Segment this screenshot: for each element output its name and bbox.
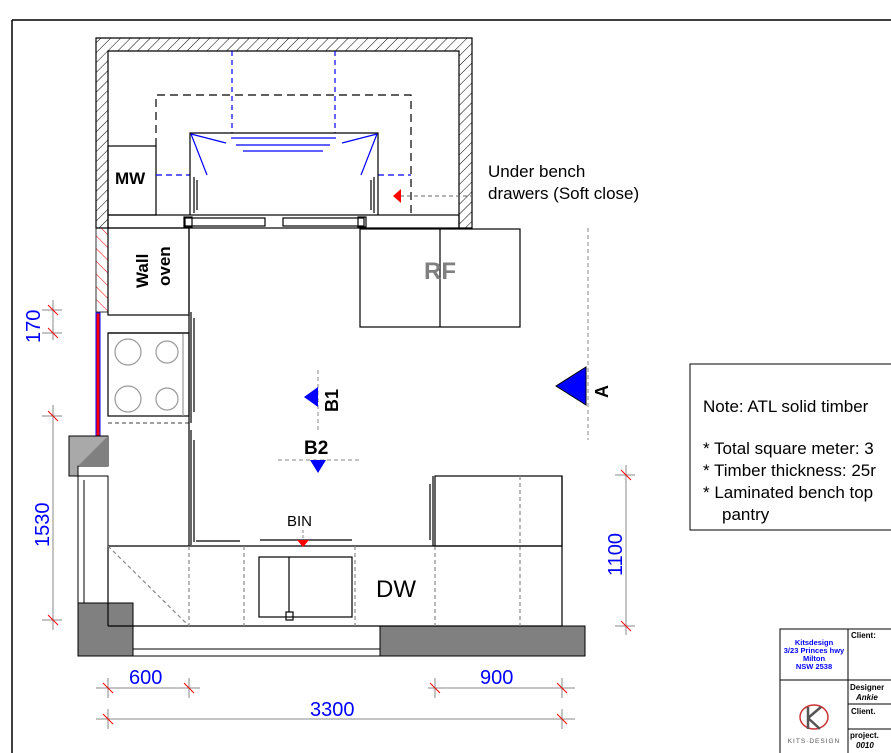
designer-label: Designer [850,683,884,692]
section-markers [278,228,589,473]
window-bottom [132,625,586,657]
dimension-170: 170 [23,310,45,343]
designer-value: Ankie [855,693,878,702]
dimension-900: 900 [480,667,513,689]
bin-label: BIN [287,513,312,530]
under-bench-note-line2: drawers (Soft close) [488,184,639,203]
fridge-label: RF [424,258,456,285]
fridge [359,228,521,328]
under-bench-note-line1: Under bench [488,162,585,181]
dimension-3300: 3300 [310,699,355,721]
drawing-frame [11,19,891,753]
dimension-1530: 1530 [32,503,54,548]
under-bench-arrow-icon [393,189,401,203]
wall-oven-label-line2: oven [155,246,174,286]
section-b2-label: B2 [304,438,328,459]
project-label: project. [850,731,879,740]
dimension-lines [42,300,635,729]
section-b1-label: B1 [322,389,342,412]
client2-label: Client. [851,707,875,716]
pantry-walls [95,37,473,438]
section-b1-marker-icon [304,387,318,407]
bin-arrow-icon [297,540,309,547]
dishwasher-label: DW [376,576,416,603]
tall-cabinet [434,475,563,547]
company-name: Kitsdesign [795,638,834,647]
dimension-1100: 1100 [605,533,627,576]
pantry [107,51,460,229]
project-value: 0010 [856,741,874,750]
dimension-600: 600 [129,667,162,689]
note-line: * Laminated bench top [703,483,873,502]
sink [258,556,353,618]
note-title: Note: ATL solid timber [703,397,869,416]
kits-design-logo: KITS·DESIGN [788,704,841,745]
title-block: Kitsdesign 3/23 Princes hwy Milton NSW 2… [779,628,891,753]
note-line: * Timber thickness: 25r [703,461,876,480]
cooktop-burners [114,334,184,416]
section-b2-marker-icon [310,460,326,473]
bottom-bench [107,475,563,627]
note-box: Note: ATL solid timber * Total square me… [689,363,891,531]
logo-text: KITS·DESIGN [788,738,841,745]
section-a-label: A [592,385,612,398]
company-address: 3/23 Princes hwy [784,646,845,655]
section-a-marker-icon [555,366,587,406]
client-label: Client: [851,631,876,640]
left-bench [107,227,352,546]
window-left [68,435,134,657]
company-suburb: Milton [803,654,825,663]
company-state: NSW 2538 [796,662,832,671]
note-line: * Total square meter: 3 [703,439,874,458]
wall-oven-label-line1: Wall [133,254,152,288]
microwave-label: MW [115,169,146,188]
note-line: pantry [722,505,770,524]
